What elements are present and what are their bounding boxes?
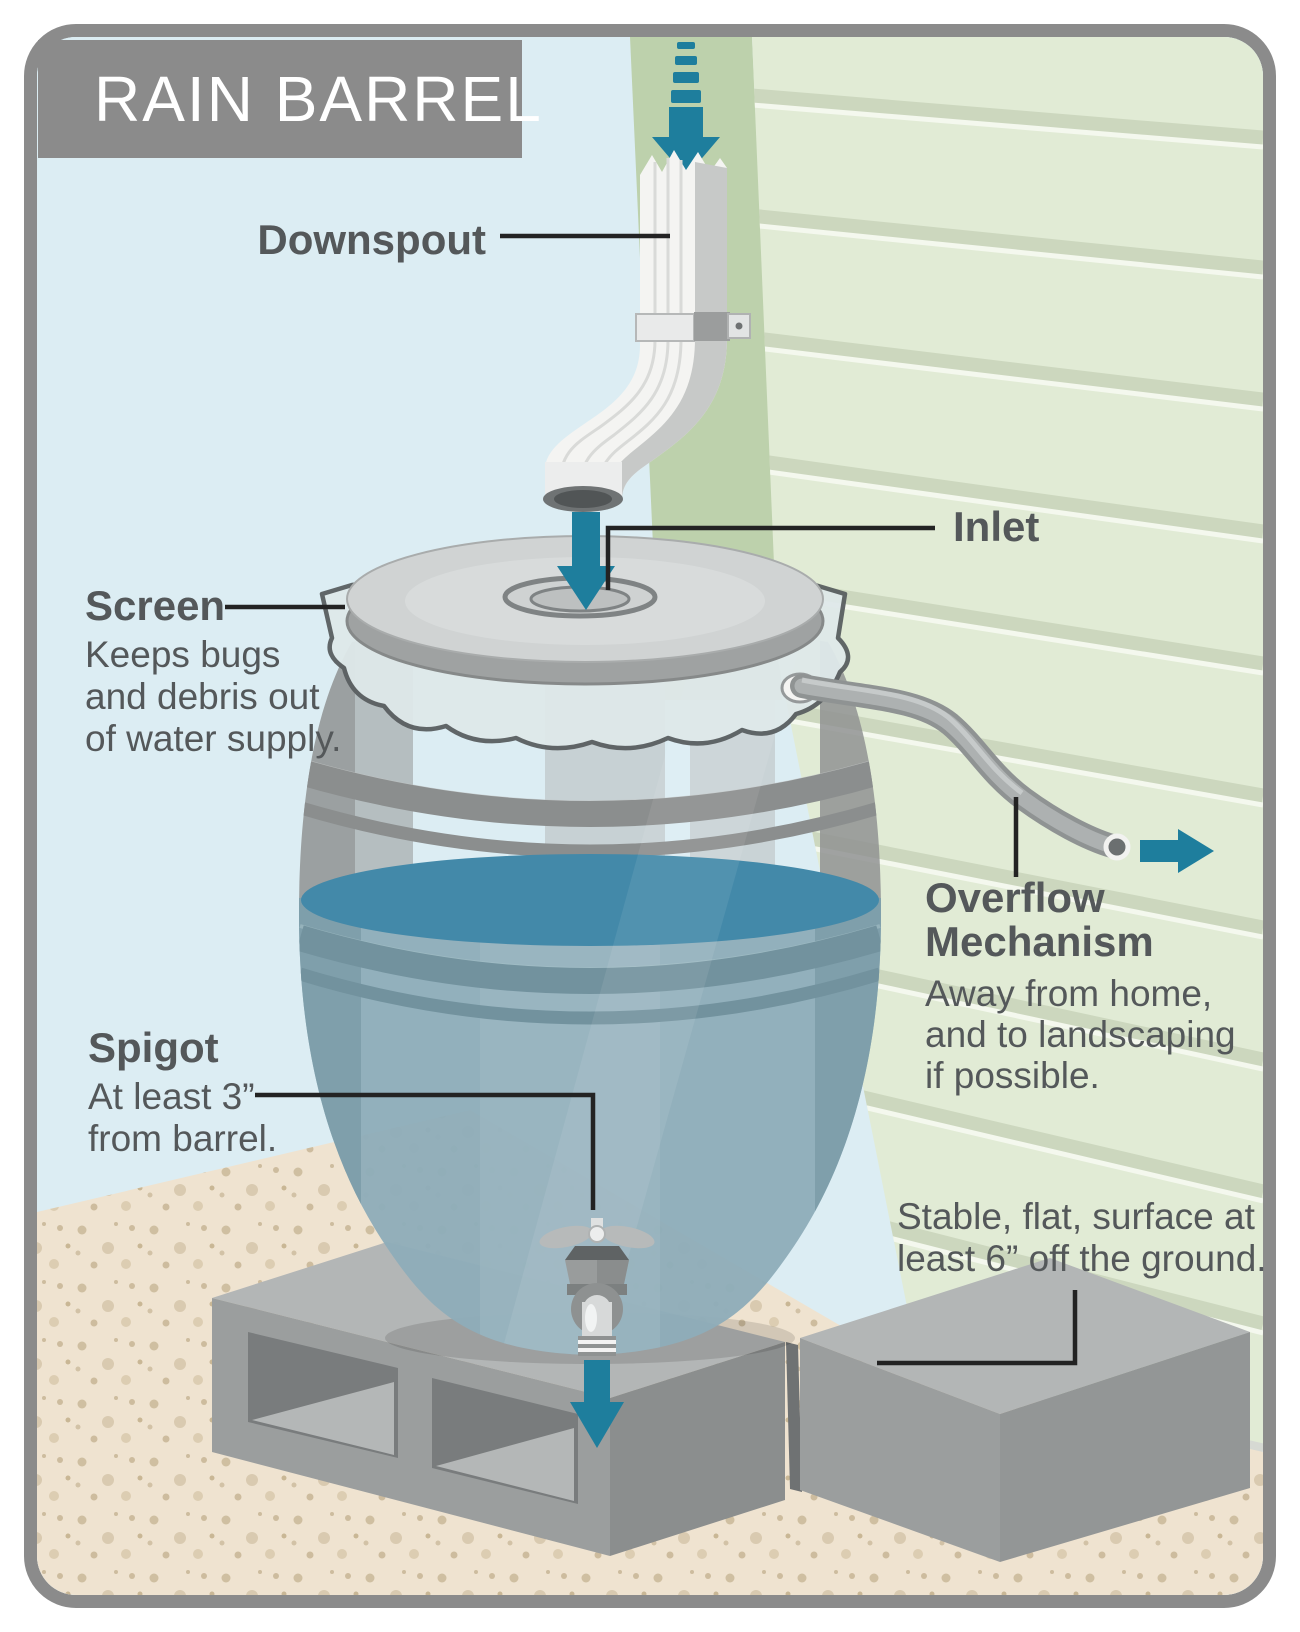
inlet-leader [605,525,935,590]
hose-outlet [1103,833,1131,861]
downspout-pipe [543,150,751,512]
surface-leader [877,1290,1078,1366]
spigot-description: At least 3” from barrel. [88,1076,278,1160]
arrow-right-icon [1140,829,1214,873]
arrow-down-icon [652,42,720,177]
spigot-heading: Spigot [88,1024,219,1071]
spigot-threads [578,1336,616,1356]
label-screen: Screen Keeps bugs and debris out of wate… [85,582,342,761]
screen-heading: Screen [85,582,226,629]
spigot-faucet [539,1218,655,1356]
arrow-into-inlet-icon [557,512,615,610]
page-title: RAIN BARREL [94,63,543,135]
spigot-leader [255,1092,596,1210]
rain-barrel-illustration [37,37,1263,1595]
inlet-heading: Inlet [953,503,1040,550]
label-overflow-mechanism: Overflow Mechanism Away from home, and t… [925,874,1236,1096]
water-surface [301,854,879,946]
overflow-heading: Overflow Mechanism [925,874,1154,966]
label-downspout: Downspout [230,216,486,263]
overflow-description: Away from home, and to landscaping if po… [925,973,1236,1096]
title-banner: RAIN BARREL [38,40,541,158]
diagram-frame [24,24,1276,1608]
surface-description: Stable, flat, surface at least 6” off th… [897,1196,1267,1280]
downspout-bracket [635,312,751,342]
cinder-block-holes [248,1332,578,1504]
arrow-out-of-spigot-icon [570,1360,624,1448]
downspout-heading: Downspout [257,216,486,263]
leader-lines [225,233,1078,1366]
label-inlet: Inlet [953,503,1040,550]
screen-description: Keeps bugs and debris out of water suppl… [85,634,342,760]
overflow-hose [780,672,1131,861]
label-stable-surface: Stable, flat, surface at least 6” off th… [897,1196,1267,1280]
label-spigot: Spigot At least 3” from barrel. [88,1024,278,1160]
